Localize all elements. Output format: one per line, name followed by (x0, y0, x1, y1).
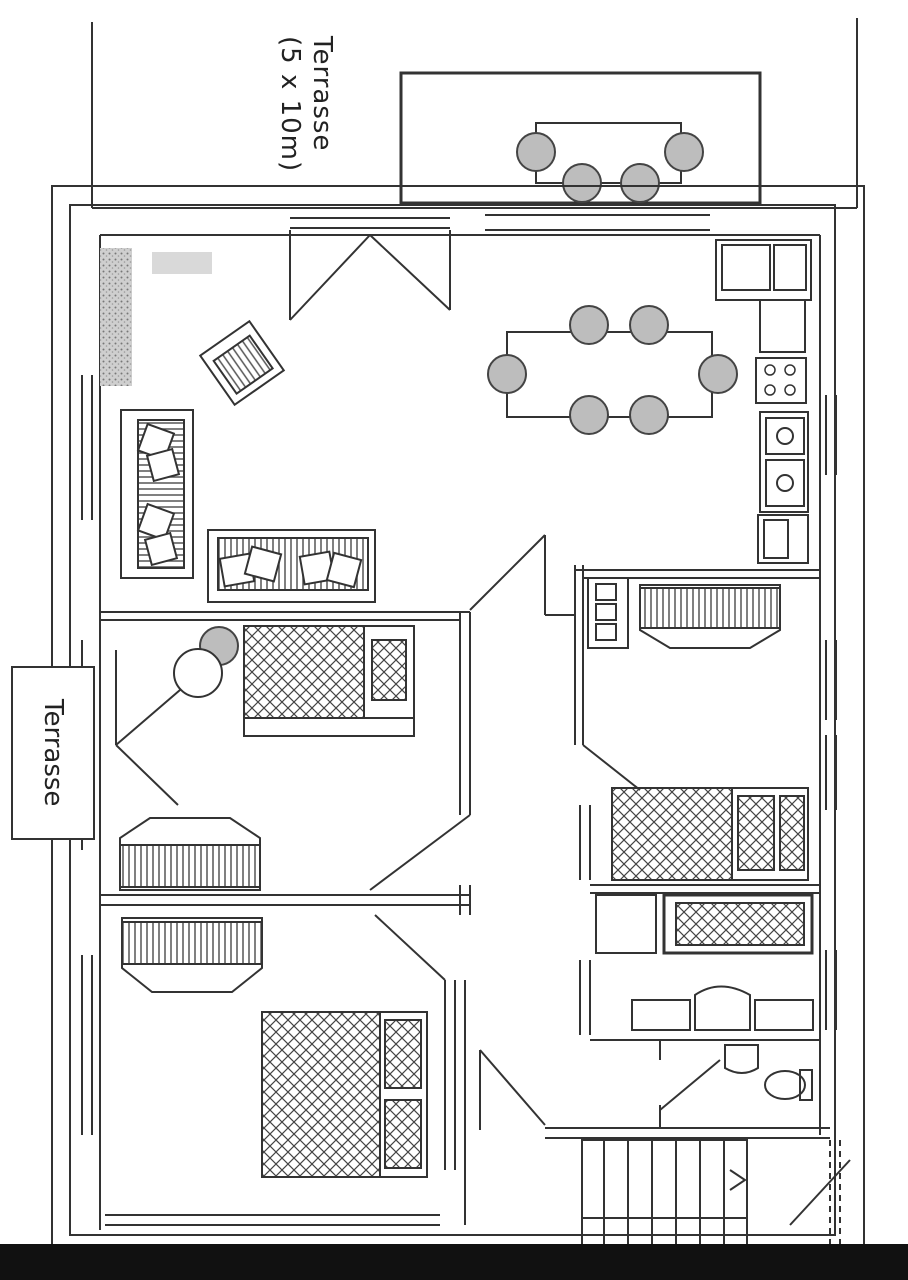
kitchen (715, 239, 812, 564)
terrace-table (516, 122, 704, 203)
bedroom-2 (121, 917, 428, 1178)
stairs (581, 1139, 851, 1246)
terrace-top (91, 18, 858, 209)
dining-table (487, 305, 738, 435)
outer-walls (51, 185, 865, 1249)
bottom-bar (0, 1244, 908, 1280)
terrace-top-size: (5 x 10m) (275, 36, 305, 173)
terrace-top-title: Terrasse (307, 36, 337, 152)
terrace-top-label: Terrasse (5 x 10m) (274, 36, 338, 172)
bedroom-3 (587, 577, 809, 881)
terrace-side-box: Terrasse (11, 666, 95, 840)
windows (81, 214, 837, 1135)
interior-walls (100, 534, 830, 1226)
bathroom (595, 893, 814, 1101)
bedroom-1 (115, 625, 415, 891)
living-room (100, 230, 451, 603)
terrace-side-label: Terrasse (38, 699, 68, 807)
